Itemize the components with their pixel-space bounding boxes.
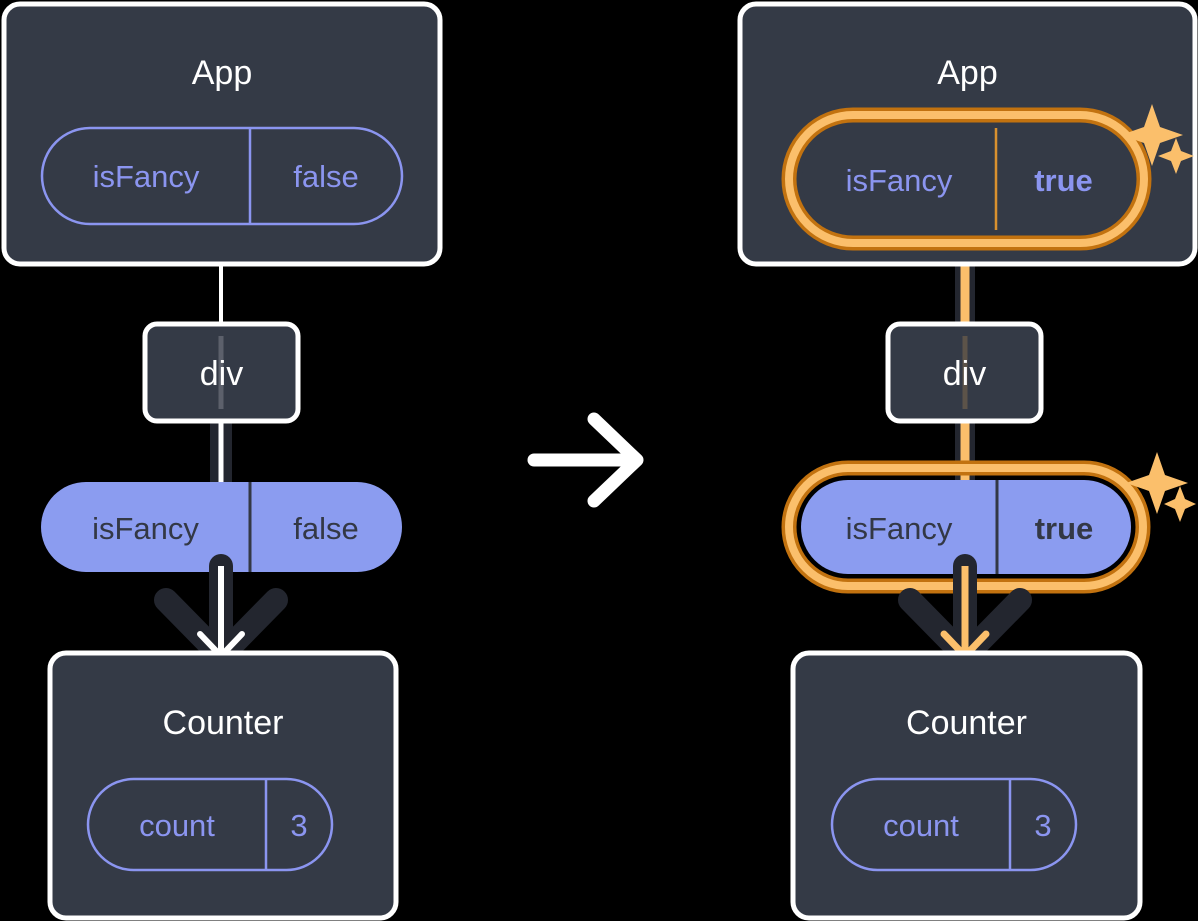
component-box-counter-left[interactable] [47,650,399,921]
sparkle-icon-app-right [1121,104,1194,174]
edge-arrow-pill-to-counter-left [154,554,288,668]
state-pill-isfancy-app-left[interactable] [40,126,404,226]
component-box-counter-right[interactable] [790,650,1143,921]
arrow-right-icon [527,412,644,508]
prop-pill-isfancy-left[interactable] [41,482,402,572]
sparkle-icon-prop-right [1126,452,1196,522]
state-pill-count-counter-left[interactable] [86,777,334,872]
state-pill-isfancy-app-right[interactable] [781,107,1152,251]
component-box-app-left[interactable] [1,1,443,267]
state-pill-count-counter-right[interactable] [830,777,1078,872]
dom-node-box-div-right[interactable] [885,321,1044,424]
prop-pill-isfancy-right[interactable] [781,460,1151,594]
dom-node-box-div-left[interactable] [142,321,301,424]
